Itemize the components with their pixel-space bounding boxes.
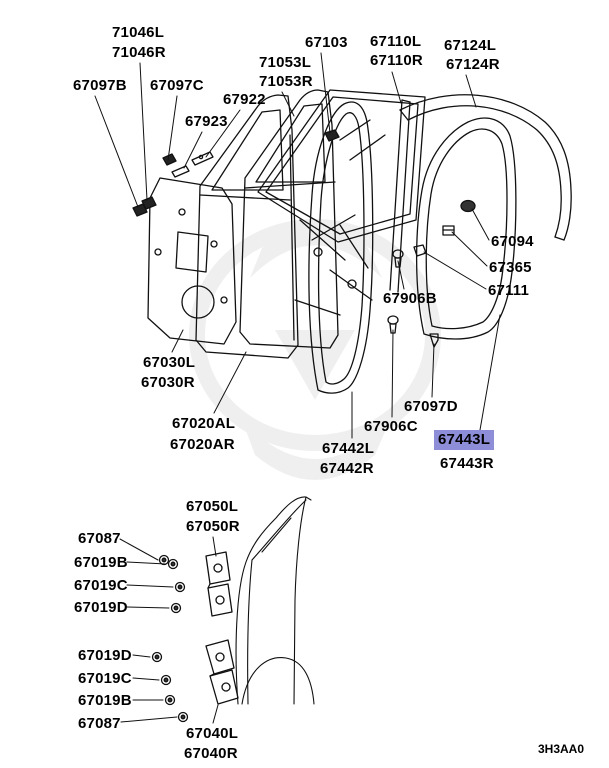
part-label-71046r[interactable]: 71046R (112, 44, 166, 61)
part-label-71053l[interactable]: 71053L (259, 54, 312, 71)
part-label-67442l[interactable]: 67442L (322, 440, 375, 457)
part-label-67097c[interactable]: 67097C (150, 77, 204, 94)
part-label-67111[interactable]: 67111 (488, 282, 530, 299)
hinge-bolts-art (151, 554, 189, 723)
part-label-67087-upper[interactable]: 67087 (78, 530, 121, 547)
part-label-67110r[interactable]: 67110R (370, 52, 423, 69)
car-body-sketch-art (235, 496, 315, 705)
part-label-67020al[interactable]: 67020AL (172, 415, 236, 432)
door-shell-rear-art (239, 89, 339, 349)
diagram-code: 3H3AA0 (538, 742, 585, 756)
door-mechanism-art (294, 214, 373, 316)
part-label-67019d-upper[interactable]: 67019D (74, 599, 128, 616)
part-label-67906b[interactable]: 67906B (383, 290, 437, 307)
run-channel-art (399, 94, 572, 241)
division-channel-art (389, 99, 411, 293)
part-label-67030l[interactable]: 67030L (143, 354, 196, 371)
part-label-67019b-lower[interactable]: 67019B (78, 692, 132, 709)
fasteners-art (132, 129, 476, 348)
part-label-71046l[interactable]: 71046L (112, 24, 165, 41)
part-label-71053r[interactable]: 71053R (259, 73, 313, 90)
part-label-67365[interactable]: 67365 (489, 259, 532, 276)
part-label-67124l[interactable]: 67124L (444, 37, 497, 54)
weatherstrip-center-art (308, 101, 374, 394)
part-label-67050r[interactable]: 67050R (186, 518, 240, 535)
part-label-67124r[interactable]: 67124R (446, 56, 500, 73)
part-label-67442r[interactable]: 67442R (320, 460, 374, 477)
part-label-67443l-highlighted[interactable]: 67443L (434, 430, 495, 450)
part-label-67922[interactable]: 67922 (223, 91, 266, 108)
part-label-67094[interactable]: 67094 (491, 233, 534, 250)
part-label-67923[interactable]: 67923 (185, 113, 228, 130)
part-label-67110l[interactable]: 67110L (370, 33, 422, 50)
weatherstrip-right-art (415, 117, 517, 340)
part-label-67040l[interactable]: 67040L (186, 725, 239, 742)
part-label-67087-lower[interactable]: 67087 (78, 715, 121, 732)
door-glass-art (257, 89, 426, 243)
part-label-67040r[interactable]: 67040R (184, 745, 238, 762)
part-label-67906c[interactable]: 67906C (364, 418, 418, 435)
part-label-67019d-lower[interactable]: 67019D (78, 647, 132, 664)
part-label-67443r[interactable]: 67443R (440, 455, 494, 472)
part-label-67050l[interactable]: 67050L (186, 498, 239, 515)
part-label-67019c-lower[interactable]: 67019C (78, 670, 132, 687)
hinges-art (205, 551, 239, 705)
part-label-67097d[interactable]: 67097D (404, 398, 458, 415)
part-label-67019b-upper[interactable]: 67019B (74, 554, 128, 571)
part-label-67019c-upper[interactable]: 67019C (74, 577, 128, 594)
part-label-67030r[interactable]: 67030R (141, 374, 195, 391)
part-label-67097b[interactable]: 67097B (73, 77, 127, 94)
part-label-67020ar[interactable]: 67020AR (170, 436, 235, 453)
part-label-67103[interactable]: 67103 (305, 34, 348, 51)
leader-lines (94, 52, 501, 724)
